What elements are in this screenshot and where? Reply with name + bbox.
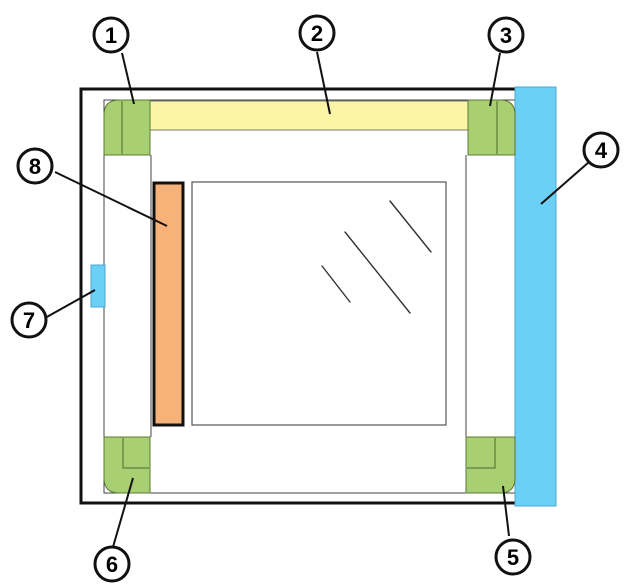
callout-label-4: 4 [595,138,608,163]
leader-line-1 [121,52,135,105]
leader-line-8 [54,171,168,227]
corner-bracket-bottom-left [103,436,151,494]
callout-label-7: 7 [23,308,35,333]
callout-label-3: 3 [500,23,512,48]
callout-1: 1 [92,16,130,54]
leader-lines [44,51,590,548]
callout-8: 8 [16,147,54,185]
top-strip [149,100,469,131]
callout-label-5: 5 [507,545,519,570]
callout-3: 3 [487,16,525,54]
leader-line-2 [316,51,331,115]
callout-label-2: 2 [311,21,323,46]
leader-line-6 [112,477,134,548]
callout-label-6: 6 [106,552,118,577]
callout-label-1: 1 [105,23,117,48]
leader-line-4 [540,161,590,205]
leader-line-5 [502,485,510,537]
corner-bracket-top-left [103,99,151,156]
callout-6: 6 [93,545,131,583]
callout-4: 4 [582,131,620,169]
small-tab [90,264,106,308]
left-strip [152,181,185,427]
glass-reflection-lines [321,200,432,314]
callout-7: 7 [10,301,48,339]
callout-2: 2 [298,14,336,52]
leader-line-7 [44,289,96,319]
corner-bracket-top-right [467,99,516,156]
leader-line-3 [489,52,501,107]
side-bar [514,86,557,507]
callout-label-8: 8 [29,154,41,179]
callout-5: 5 [494,538,532,576]
glass-pane [191,181,447,426]
corner-bracket-bottom-right [465,436,516,494]
